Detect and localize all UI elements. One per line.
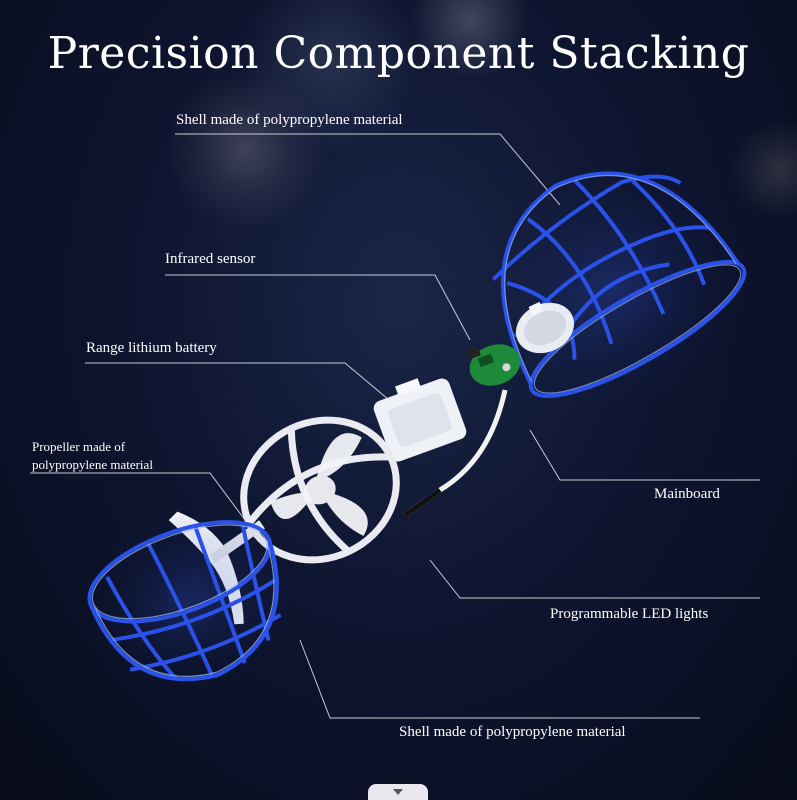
leader-shell-bottom: [300, 640, 700, 718]
leader-led: [430, 560, 760, 598]
label-led-lights: Programmable LED lights: [550, 606, 708, 623]
label-mainboard: Mainboard: [654, 486, 720, 503]
leader-battery: [85, 363, 395, 405]
scroll-down-tab[interactable]: [368, 784, 428, 800]
leader-propeller: [30, 473, 245, 520]
chevron-down-icon: [391, 787, 405, 797]
label-propeller-line2: polypropylene material: [32, 456, 192, 474]
page-title: Precision Component Stacking: [0, 28, 797, 79]
label-propeller-line1: Propeller made of: [32, 438, 192, 456]
label-shell-top: Shell made of polypropylene material: [176, 112, 403, 129]
leader-shell-top: [175, 134, 560, 205]
label-propeller: Propeller made of polypropylene material: [32, 438, 192, 474]
label-shell-bottom: Shell made of polypropylene material: [399, 724, 626, 741]
led-wire-end: [405, 490, 440, 515]
bottom-shell: [67, 486, 313, 714]
top-shell: [442, 121, 785, 455]
label-infrared-sensor: Infrared sensor: [165, 251, 255, 268]
leader-mainboard: [530, 430, 760, 480]
label-lithium-battery: Range lithium battery: [86, 340, 217, 357]
leader-infrared: [165, 275, 470, 340]
